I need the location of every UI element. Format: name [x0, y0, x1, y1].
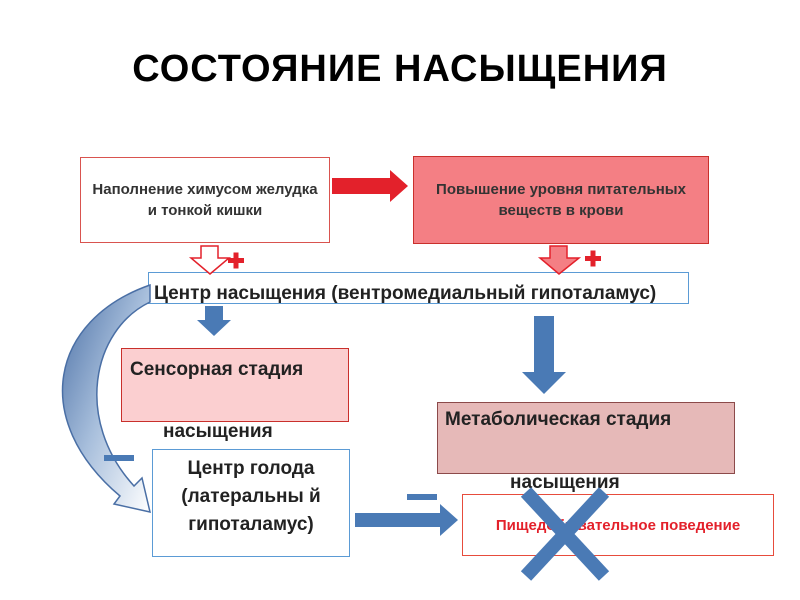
blue-arrow-to-sensory: [197, 306, 231, 336]
sensory-stage-label-cont: насыщения: [163, 421, 273, 442]
box-metabolic-stage: [437, 402, 735, 474]
box-hunger-center: [152, 449, 350, 557]
minus-sign-right: [407, 494, 437, 500]
satiety-center-label: Центр насыщения (вентромедиальный гипота…: [154, 283, 657, 304]
box-filling: Наполнение химусом желудка и тонкой кишк…: [80, 157, 330, 243]
pink-down-arrow: [537, 245, 582, 275]
curved-arrow: [61, 283, 152, 513]
page-title: СОСТОЯНИЕ НАСЫЩЕНИЯ: [132, 48, 668, 90]
blue-arrow-to-food: [355, 504, 458, 536]
box-satiety-center: [148, 272, 689, 304]
hollow-down-arrow: [188, 245, 232, 275]
minus-sign-left: [104, 455, 134, 461]
red-arrow: [332, 170, 408, 202]
sensory-stage-label: Сенсорная стадия: [130, 359, 304, 380]
cross-icon: [520, 487, 610, 581]
box-nutrient-level: Повышение уровня питательных веществ в к…: [413, 156, 709, 244]
blue-arrow-to-metabolic: [522, 316, 566, 394]
hunger-center-label: Центр голода (латеральны й гипоталамус): [181, 458, 321, 535]
box-sensory-stage: [121, 348, 349, 422]
plus-sign-left: [228, 252, 244, 269]
metabolic-stage-label: Метаболическая стадия: [445, 409, 672, 430]
plus-sign-right: [585, 250, 601, 267]
metabolic-stage-label-cont: насыщения: [510, 472, 620, 493]
